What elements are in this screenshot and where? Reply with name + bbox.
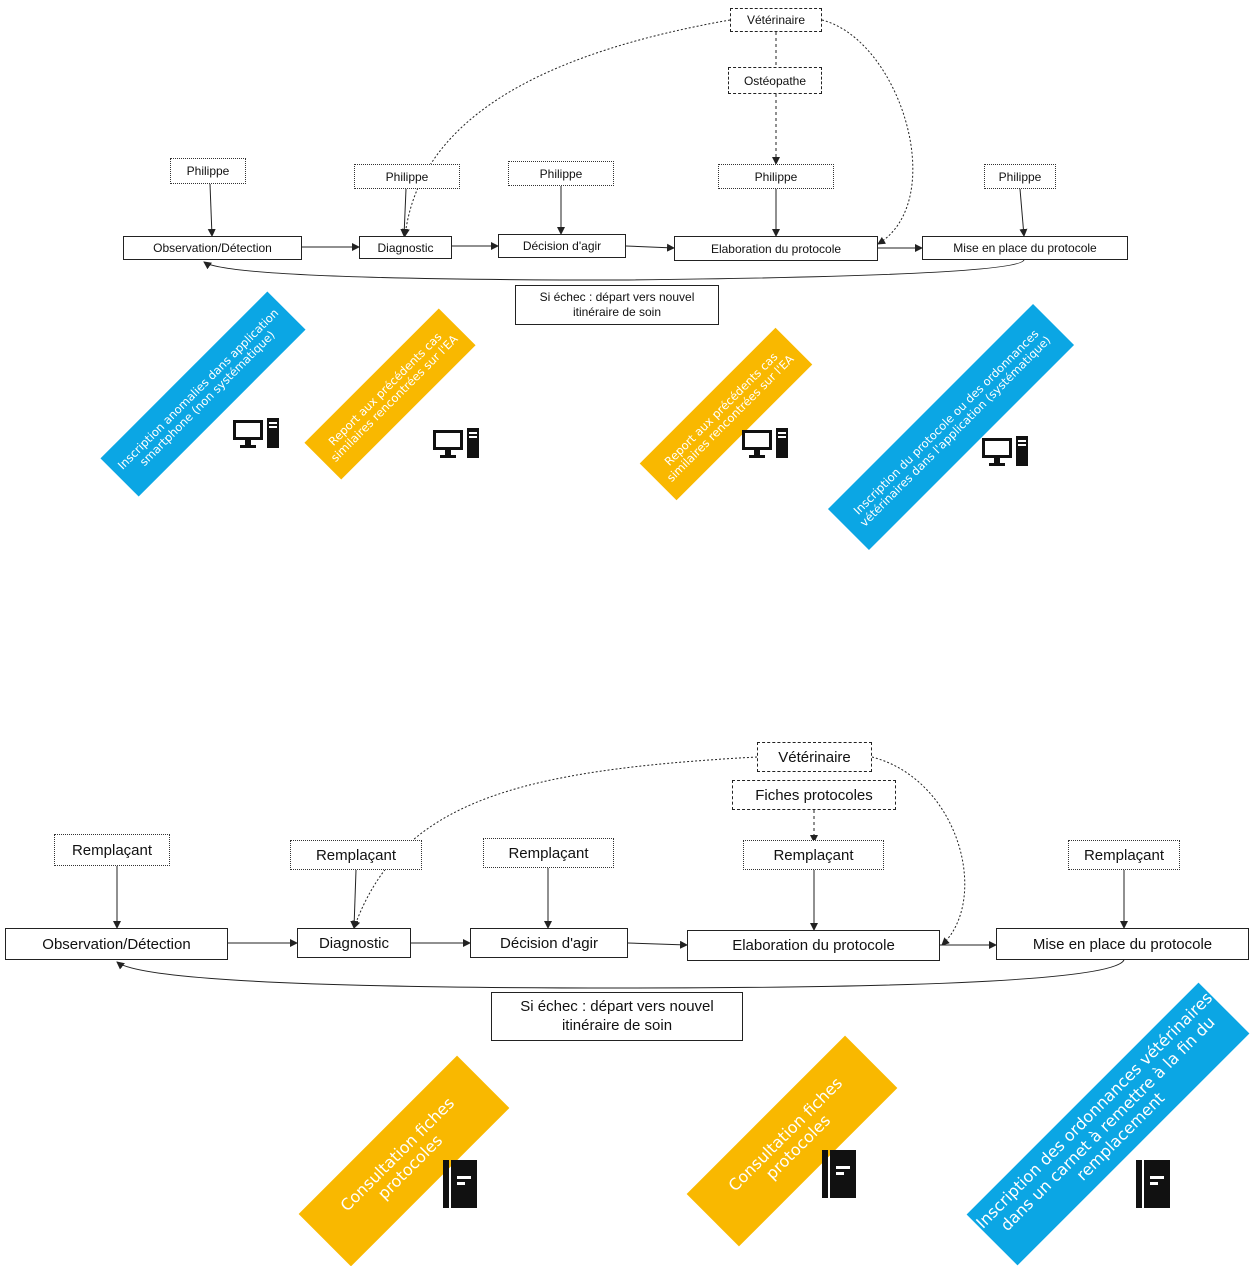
dashed-link — [871, 756, 966, 946]
computer-icon — [742, 428, 788, 458]
step-box: Décision d'agir — [498, 234, 626, 258]
step-box: Mise en place du protocole — [922, 236, 1128, 260]
osteo-box: Ostéopathe — [728, 67, 822, 94]
dashed-link — [352, 756, 758, 929]
arrow — [625, 243, 675, 252]
vet-box: Vétérinaire — [730, 8, 822, 32]
arrow — [400, 188, 409, 237]
arrow — [350, 869, 359, 929]
actor-box: Remplaçant — [743, 840, 884, 870]
actor-box: Remplaçant — [54, 834, 170, 866]
step-box: Décision d'agir — [470, 928, 628, 958]
actor-box: Remplaçant — [290, 840, 422, 870]
failure-box: Si échec : départ vers nouvel itinéraire… — [491, 992, 743, 1041]
actor-box: Remplaçant — [1068, 840, 1180, 870]
actor-box: Philippe — [718, 164, 834, 189]
vet-box: Vétérinaire — [757, 742, 872, 772]
failure-loop — [116, 959, 1125, 989]
computer-icon — [233, 418, 279, 448]
notebook-icon — [443, 1160, 477, 1208]
notebook-icon — [822, 1150, 856, 1198]
failure-loop — [203, 259, 1025, 281]
actor-box: Remplaçant — [483, 838, 614, 868]
actor-box: Philippe — [354, 164, 460, 189]
notebook-icon — [1136, 1160, 1170, 1208]
step-box: Diagnostic — [359, 236, 452, 259]
arrow — [1019, 188, 1028, 237]
fiches-box: Fiches protocoles — [732, 780, 896, 810]
step-box: Mise en place du protocole — [996, 928, 1249, 960]
actor-box: Philippe — [170, 158, 246, 184]
step-box: Diagnostic — [297, 928, 411, 958]
actor-box: Philippe — [984, 164, 1056, 189]
actor-box: Philippe — [508, 161, 614, 186]
step-box: Elaboration du protocole — [674, 236, 878, 261]
step-box: Observation/Détection — [5, 928, 228, 960]
computer-icon — [433, 428, 479, 458]
dashed-link — [401, 19, 731, 237]
arrow — [207, 183, 216, 237]
step-box: Elaboration du protocole — [687, 930, 940, 961]
step-box: Observation/Détection — [123, 236, 302, 260]
arrow — [627, 940, 688, 949]
failure-box: Si échec : départ vers nouvel itinéraire… — [515, 285, 719, 325]
dashed-link — [821, 19, 914, 245]
computer-icon — [982, 436, 1028, 466]
